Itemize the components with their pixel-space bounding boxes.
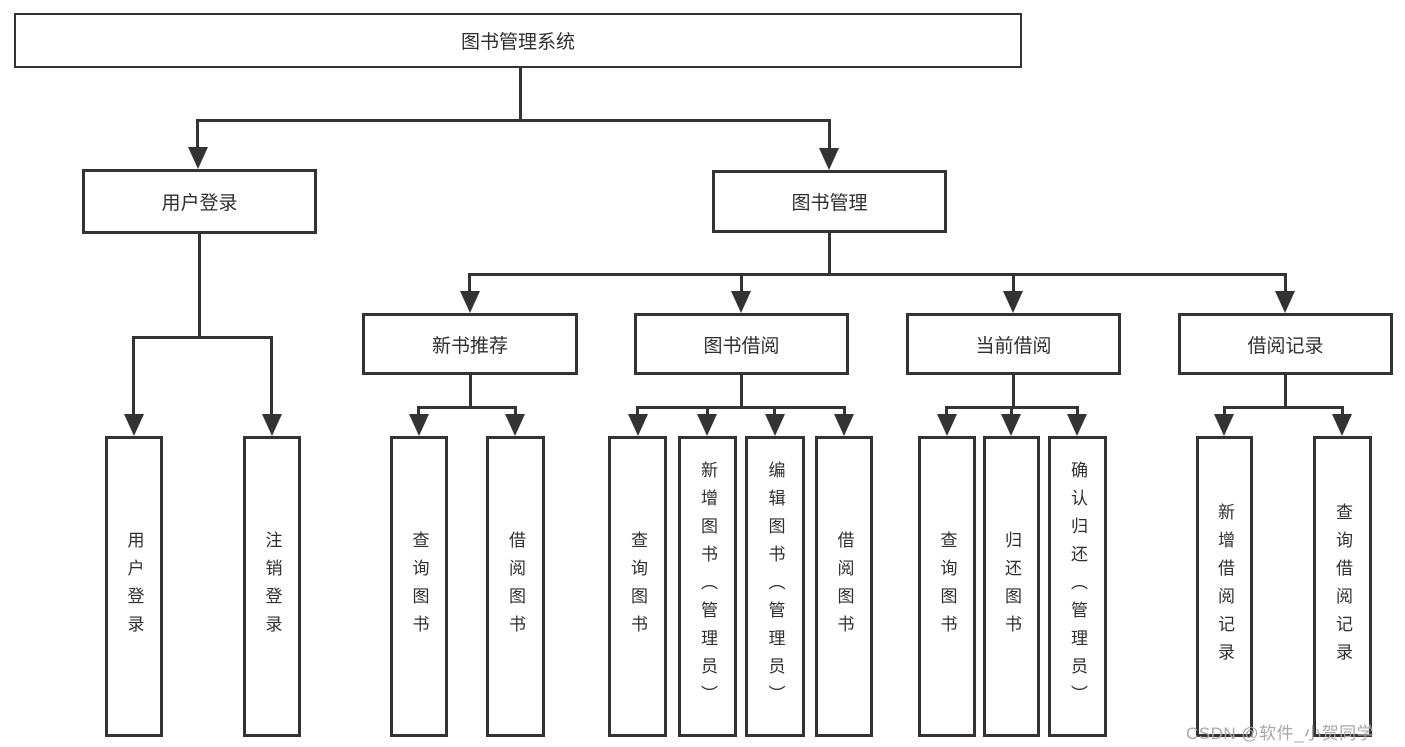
leaf-confirm-return-admin: 确认归还（管理员） — [1048, 436, 1107, 737]
arrow-down-icon — [188, 147, 208, 169]
leaf-query-books: 查询图书 — [608, 436, 667, 737]
node-book-borrow: 图书借阅 — [634, 313, 849, 375]
arrow-down-icon — [819, 148, 839, 170]
connector-level2-rail — [196, 119, 831, 122]
arrow-down-icon — [1003, 291, 1023, 313]
connector-book-mgmt-stem — [828, 233, 831, 273]
arrow-down-icon — [628, 414, 648, 436]
connector-drop — [1341, 406, 1344, 414]
leaf-return-book: 归还图书 — [983, 436, 1040, 737]
node-new-book-recommend-label: 新书推荐 — [431, 335, 508, 357]
node-root-label: 图书管理系统 — [460, 32, 575, 53]
arrow-down-icon — [505, 414, 525, 436]
leaf-query-books: 查询图书 — [390, 436, 448, 737]
leaf-logout: 注销登录 — [243, 436, 301, 737]
connector-rail — [636, 406, 846, 409]
node-borrow-records-label: 借阅记录 — [1247, 335, 1324, 357]
node-book-borrow-label: 图书借阅 — [703, 335, 780, 357]
arrow-down-icon — [460, 291, 480, 313]
arrow-down-icon — [262, 414, 282, 436]
connector-level3-rail — [468, 273, 1287, 276]
connector-drop-book-mgmt — [828, 119, 831, 148]
connector-drop-user-login — [196, 119, 199, 147]
leaf-borrow-books: 借阅图书 — [815, 436, 873, 737]
node-user-login: 用户登录 — [82, 169, 317, 234]
node-current-borrow-label: 当前借阅 — [975, 335, 1052, 357]
arrow-down-icon — [1275, 291, 1295, 313]
connector-root-stem — [519, 68, 522, 119]
connector-drop — [1284, 273, 1287, 291]
connector-rail — [418, 406, 517, 409]
arrow-down-icon — [765, 414, 785, 436]
connector-user-login-stem — [198, 234, 201, 336]
arrow-down-icon — [1214, 414, 1234, 436]
connector-user-login-rail — [132, 336, 273, 339]
connector-rail — [1223, 406, 1344, 409]
connector-drop — [270, 336, 273, 414]
connector-drop — [773, 406, 776, 414]
node-book-management-label: 图书管理 — [791, 193, 868, 214]
node-borrow-records: 借阅记录 — [1178, 313, 1393, 375]
node-user-login-label: 用户登录 — [161, 193, 238, 214]
arrow-down-icon — [937, 414, 957, 436]
connector-stem — [1284, 375, 1287, 406]
connector-drop — [945, 406, 948, 414]
connector-drop — [1010, 406, 1013, 414]
arrow-down-icon — [409, 414, 429, 436]
leaf-query-borrow-record: 查询借阅记录 — [1313, 436, 1372, 737]
leaf-borrow-books: 借阅图书 — [486, 436, 545, 737]
arrow-down-icon — [834, 414, 854, 436]
leaf-edit-book-admin: 编辑图书（管理员） — [745, 436, 805, 737]
arrow-down-icon — [1001, 414, 1021, 436]
connector-drop — [1012, 273, 1015, 291]
connector-drop — [417, 406, 420, 414]
node-current-borrow: 当前借阅 — [906, 313, 1121, 375]
arrow-down-icon — [731, 291, 751, 313]
connector-drop — [636, 406, 639, 414]
connector-drop — [740, 273, 743, 291]
leaf-add-book-admin: 新增图书（管理员） — [678, 436, 737, 737]
arrow-down-icon — [1067, 414, 1087, 436]
node-new-book-recommend: 新书推荐 — [362, 313, 578, 375]
leaf-add-borrow-record: 新增借阅记录 — [1196, 436, 1253, 737]
connector-drop — [843, 406, 846, 414]
arrow-down-icon — [124, 414, 144, 436]
connector-drop — [468, 273, 471, 291]
node-book-management: 图书管理 — [712, 170, 947, 233]
leaf-query-books: 查询图书 — [918, 436, 976, 737]
leaf-user-login: 用户登录 — [105, 436, 163, 737]
connector-drop — [1076, 406, 1079, 414]
connector-drop — [706, 406, 709, 414]
node-root: 图书管理系统 — [14, 13, 1022, 68]
connector-stem — [1012, 375, 1015, 406]
connector-stem — [740, 375, 743, 406]
connector-stem — [469, 375, 472, 406]
arrow-down-icon — [1332, 414, 1352, 436]
connector-drop — [514, 406, 517, 414]
connector-drop — [1223, 406, 1226, 414]
arrow-down-icon — [697, 414, 717, 436]
csdn-watermark: CSDN @软件_小贺同学 — [1186, 724, 1375, 743]
connector-drop — [132, 336, 135, 414]
